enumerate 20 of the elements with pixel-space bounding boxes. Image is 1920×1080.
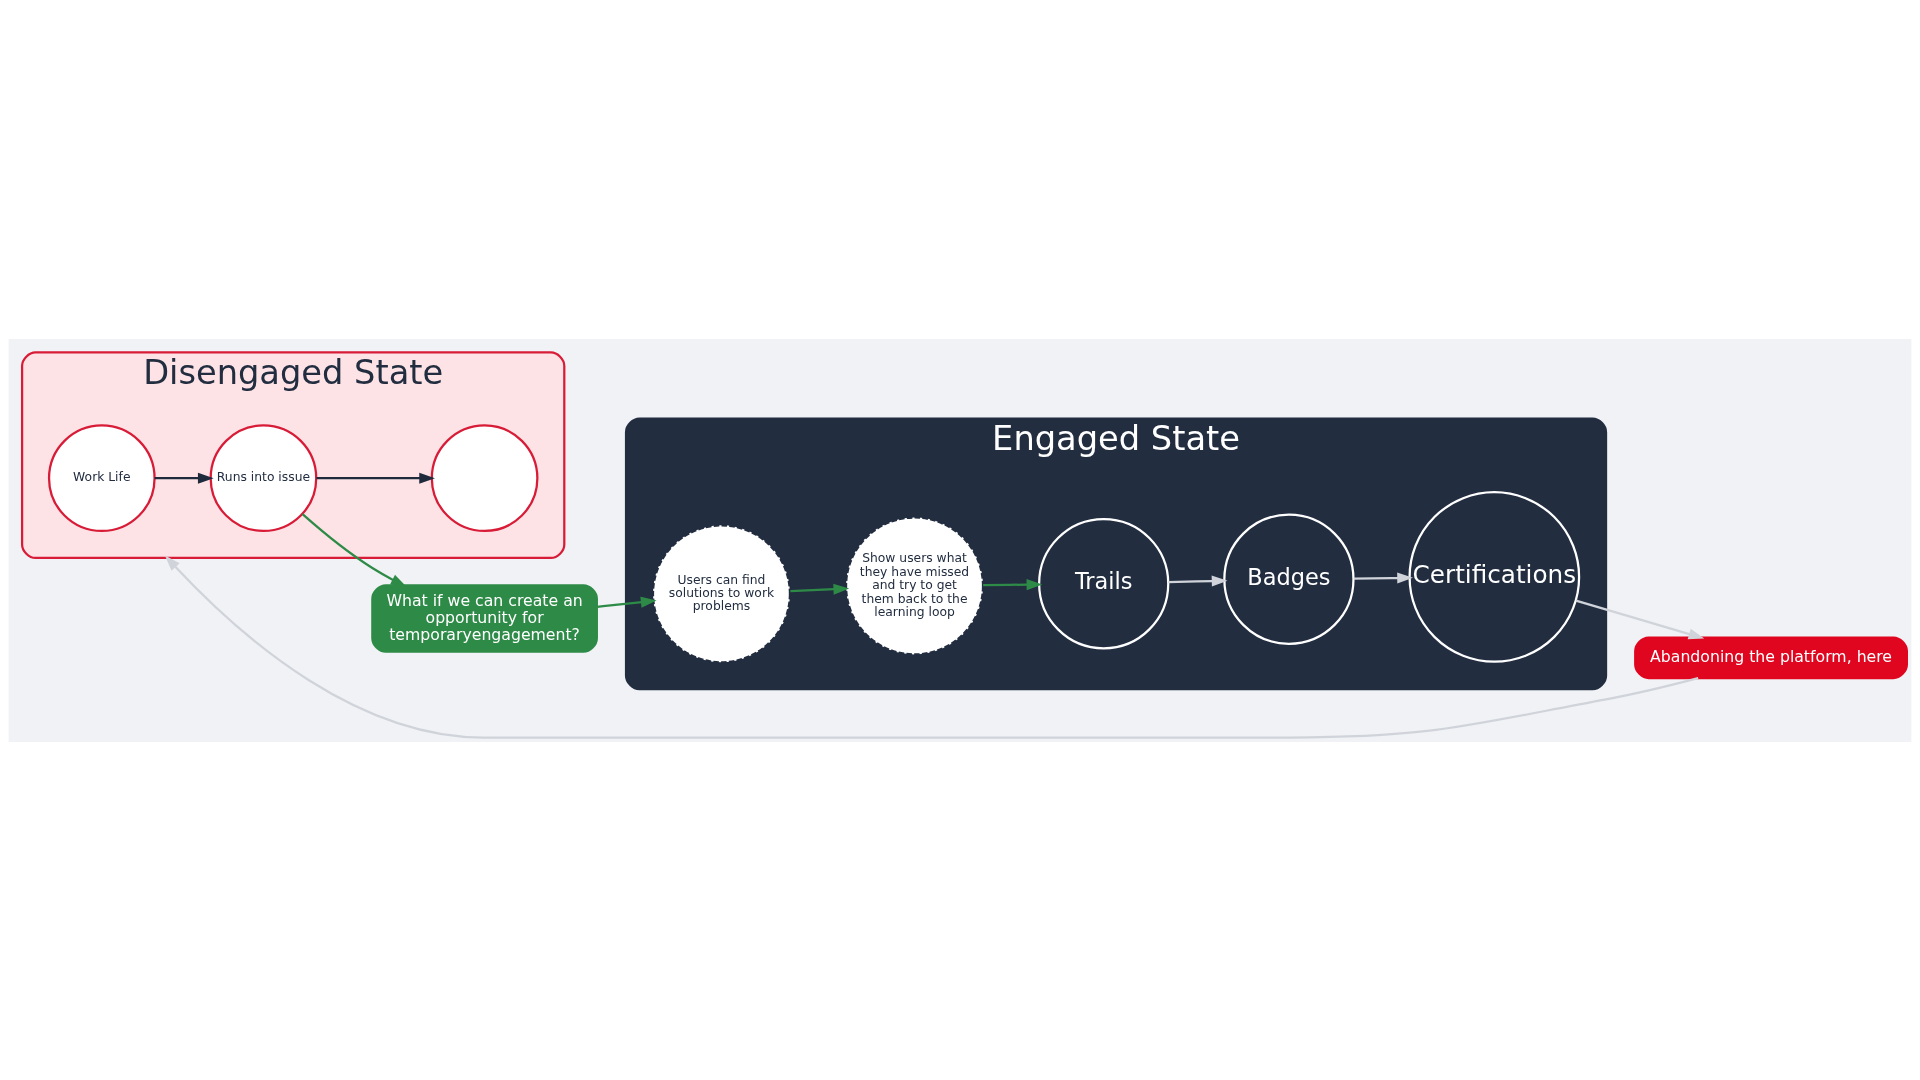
node-circle: Badges: [1223, 513, 1355, 645]
arrow: [316, 472, 435, 484]
arrow: [301, 512, 407, 587]
node-box: What if we can create an opportunity for temporaryengagement?: [371, 583, 598, 653]
arrow: [154, 472, 214, 484]
arrow: [164, 554, 1699, 739]
node-circle: [430, 423, 539, 532]
arrow: [1353, 572, 1413, 584]
node-circle: Runs into issue: [209, 423, 318, 532]
node-circle: Certifications: [1408, 490, 1581, 663]
arrow: [790, 583, 850, 595]
arrow: [1168, 575, 1228, 587]
arrow: [983, 578, 1043, 590]
node-circle: Trails: [1038, 517, 1170, 649]
node-circle: Users can find solutions to work problems: [651, 523, 792, 663]
node-circle: Show users what they have missed and try to get them back to the learning loop: [844, 515, 985, 656]
arrow: [1575, 599, 1705, 639]
arrow: [597, 596, 657, 608]
node-circle: Work Life: [47, 423, 156, 532]
node-box: Abandoning the platform, here: [1634, 635, 1908, 679]
